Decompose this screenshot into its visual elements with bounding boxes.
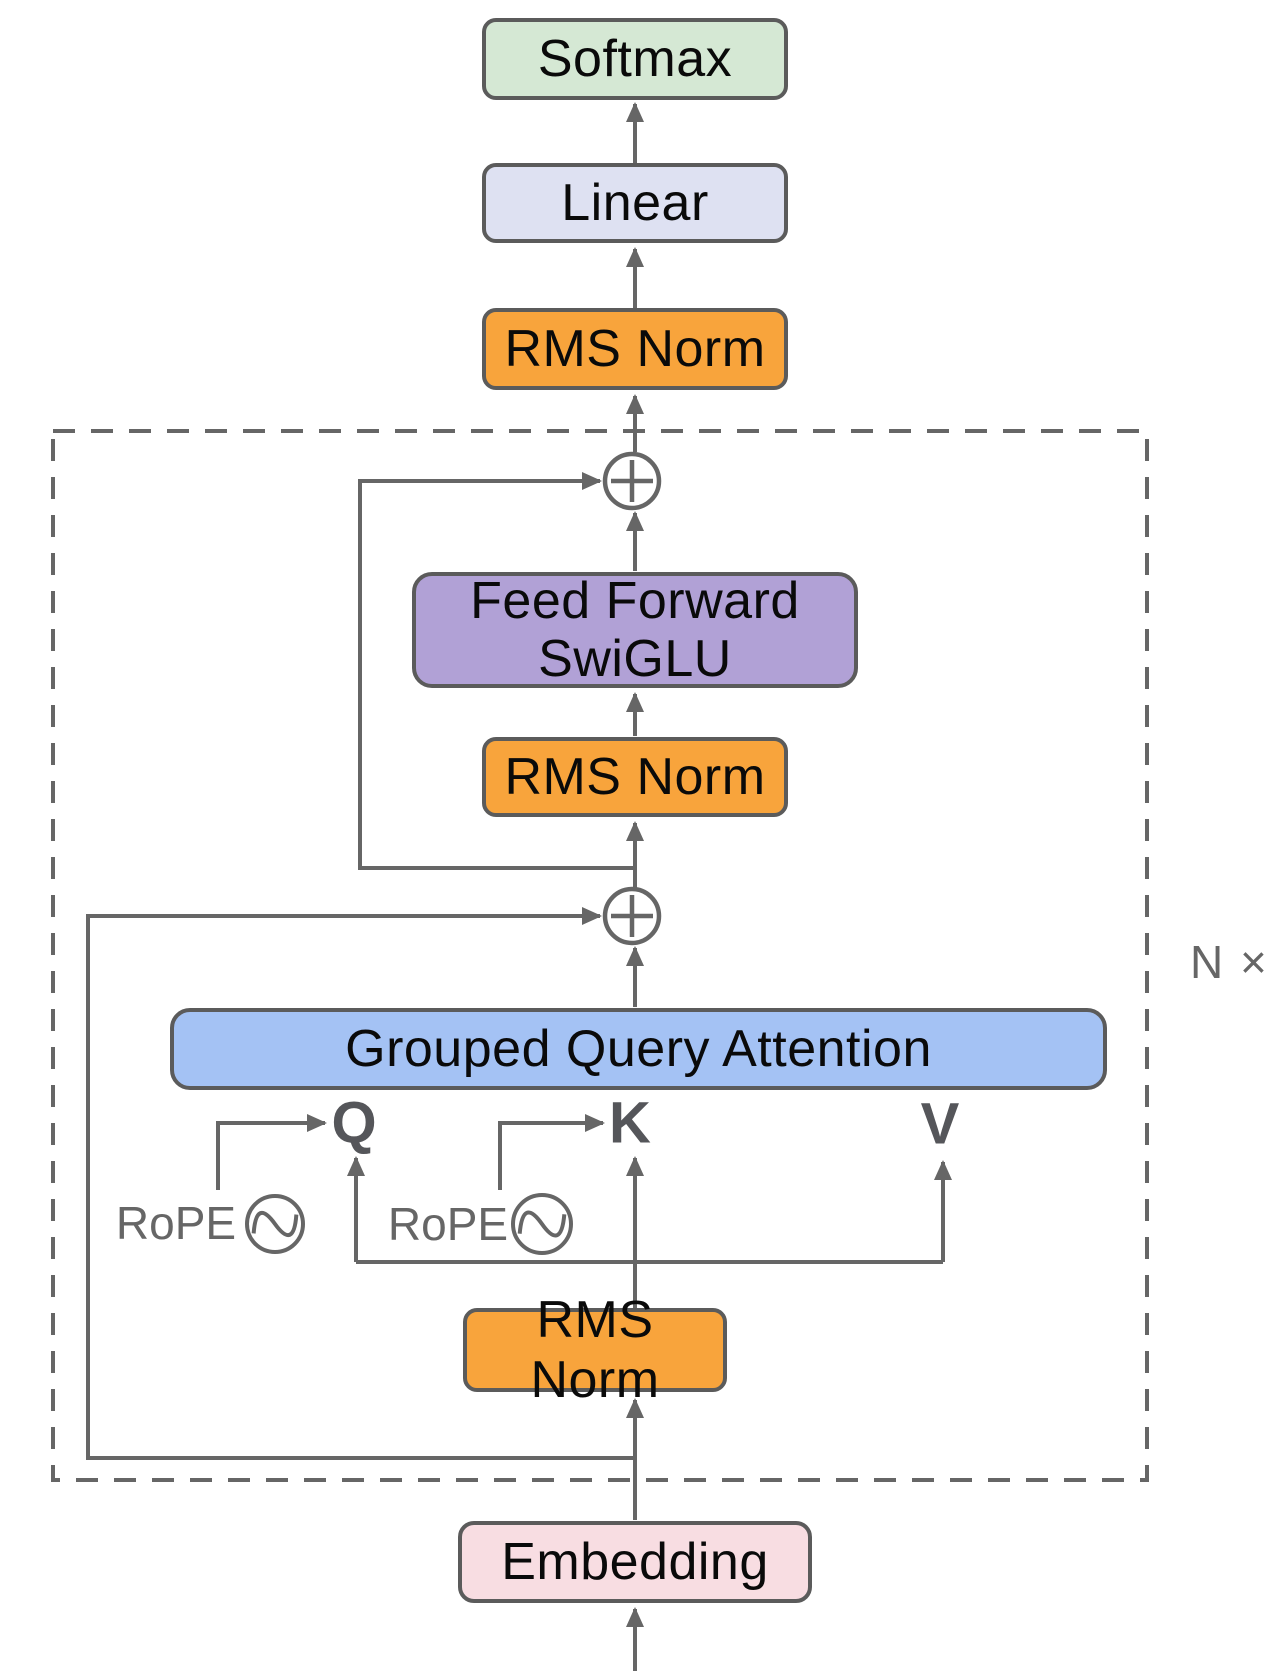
feed-forward-label: Feed Forward SwiGLU — [470, 572, 800, 688]
rms-norm-mid-node: RMS Norm — [482, 737, 788, 817]
rope-label-k: RoPE — [387, 1198, 509, 1250]
feed-forward-node: Feed Forward SwiGLU — [412, 572, 858, 688]
query-port-label: Q — [331, 1090, 377, 1156]
sine-wave-icon — [511, 1193, 573, 1255]
transformer-block-dashed-border — [51, 429, 1149, 1482]
residual-add-circle-ffn — [602, 451, 662, 511]
arrow-rope-to-q — [216, 1114, 327, 1190]
repeat-n-times-label: N × — [1190, 936, 1269, 988]
sine-wave-icon — [245, 1194, 305, 1254]
rms-norm-bottom-node: RMS Norm — [463, 1291, 727, 1409]
residual-add-circle-attention — [602, 886, 662, 946]
rms-norm-top-node: RMS Norm — [482, 308, 788, 390]
residual-skip-attention — [86, 907, 635, 1460]
embedding-node: Embedding — [458, 1521, 812, 1603]
rope-label-q: RoPE — [115, 1197, 237, 1249]
residual-skip-feedforward — [358, 472, 635, 870]
softmax-node: Softmax — [482, 18, 788, 100]
linear-node: Linear — [482, 163, 788, 243]
arrow-rope-to-k — [498, 1114, 605, 1190]
value-port-label: V — [920, 1091, 960, 1157]
grouped-query-attention-node: Grouped Query Attention — [170, 1008, 1107, 1090]
key-port-label: K — [609, 1090, 651, 1156]
